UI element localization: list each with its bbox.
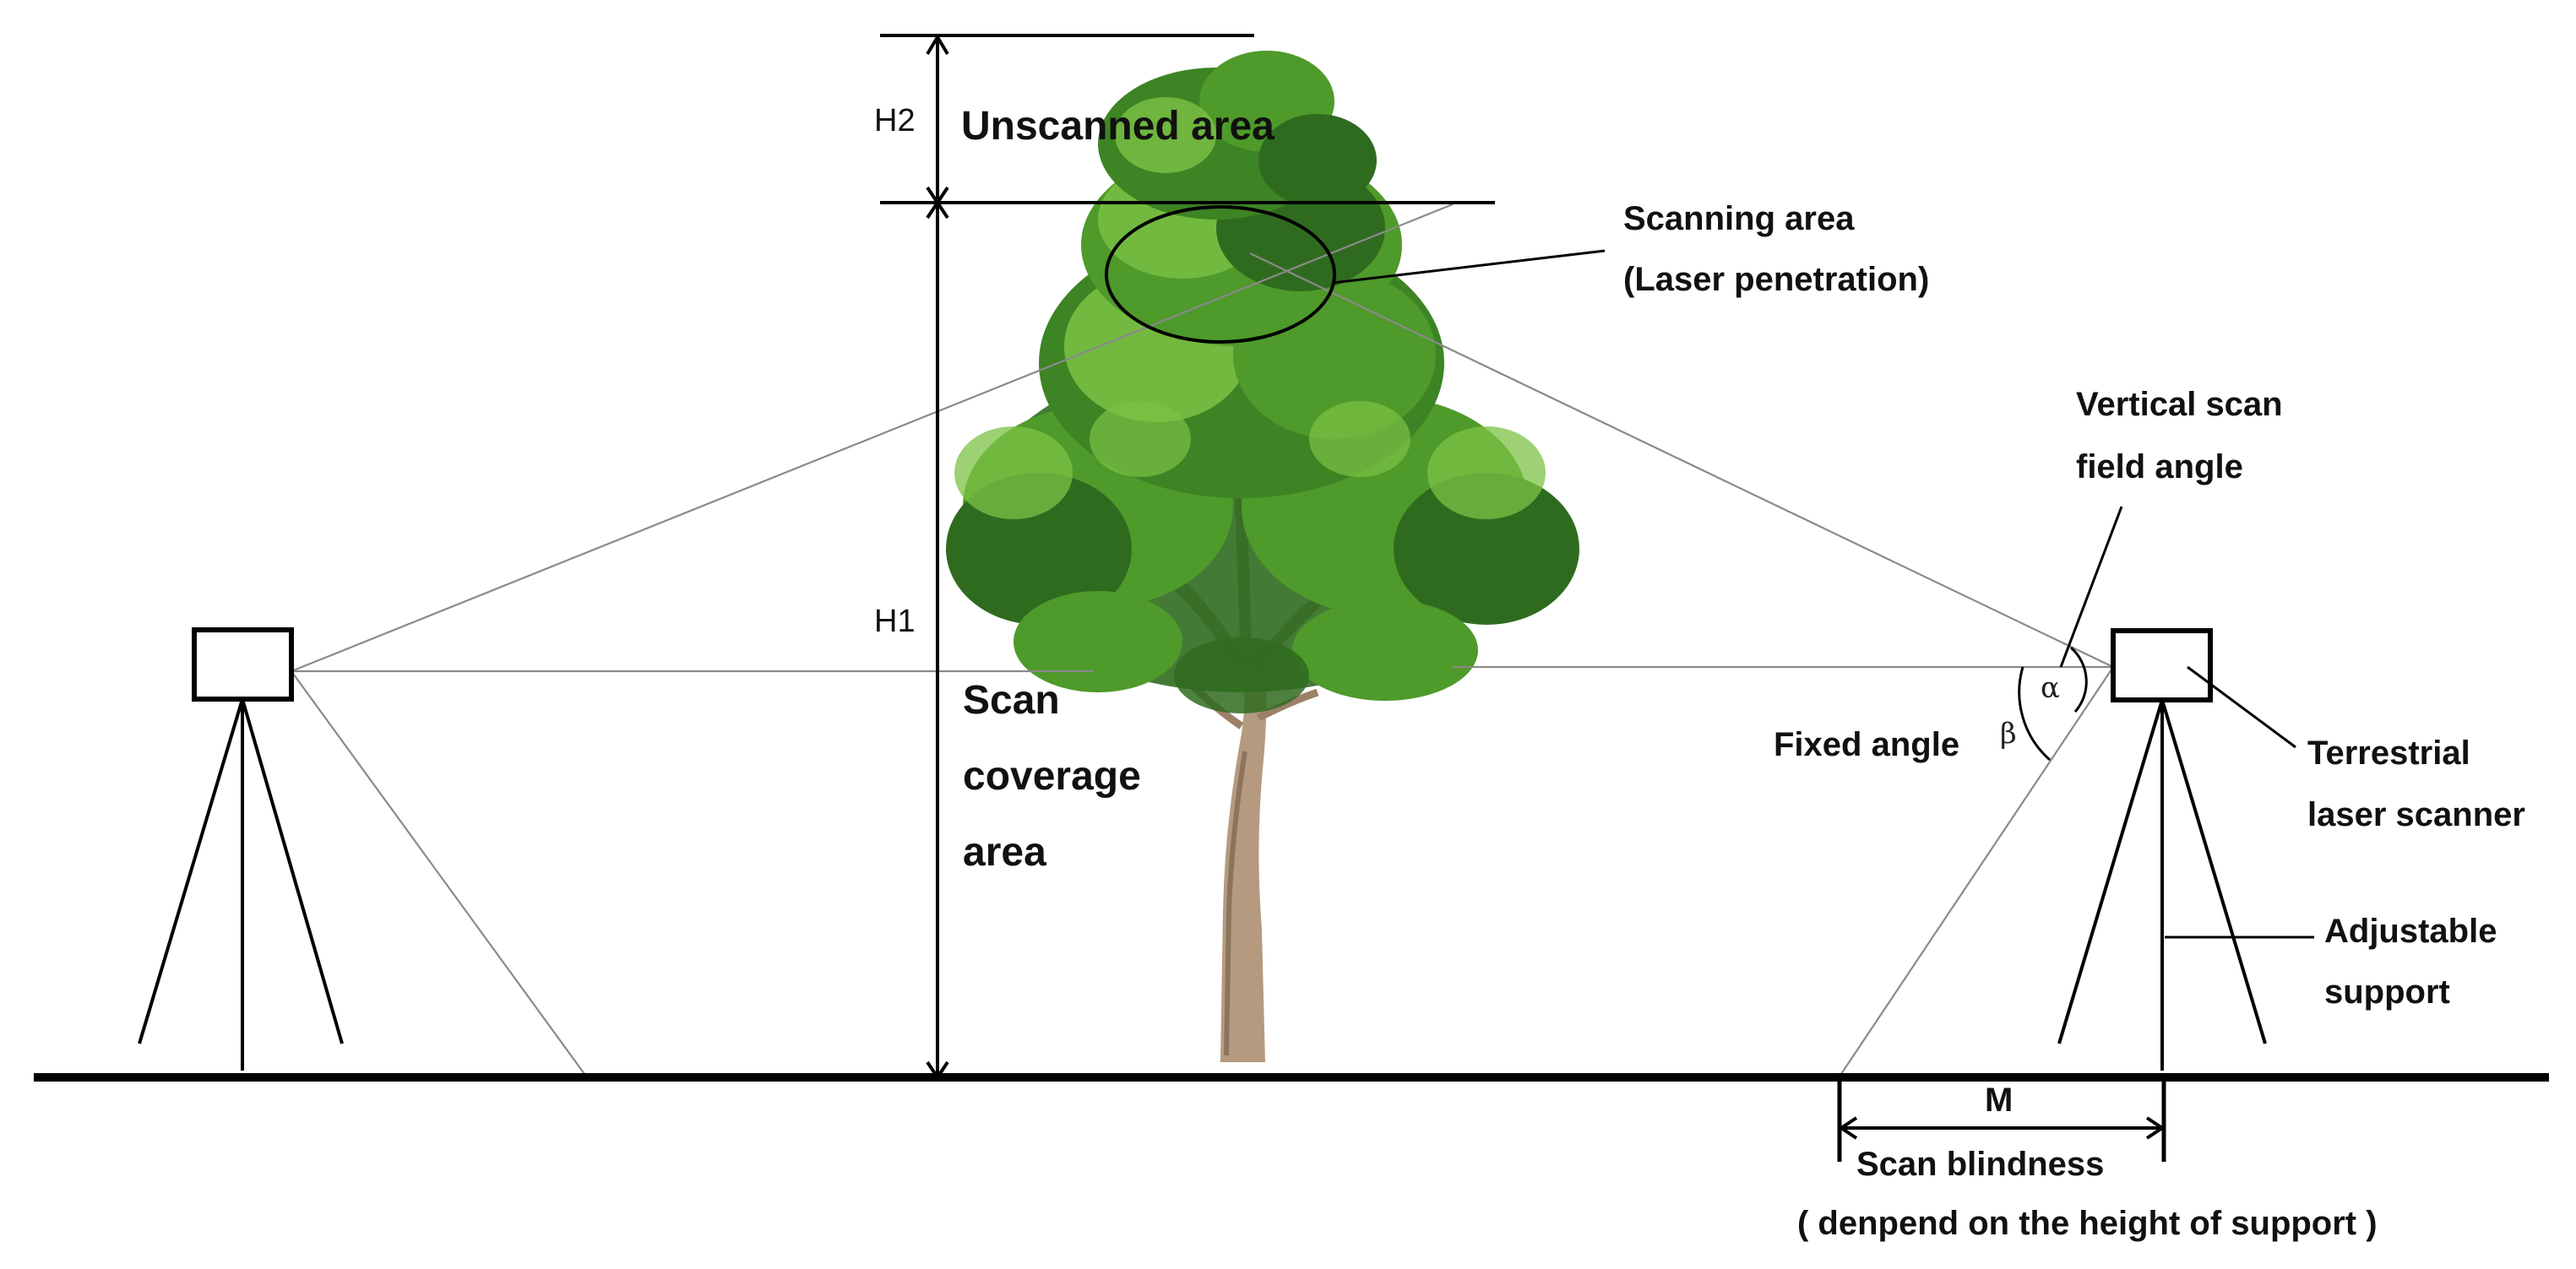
scan-blindness-dimension xyxy=(1837,1074,2166,1162)
scan-coverage-label-line2: coverage xyxy=(963,754,1141,799)
support-label-line1: Adjustable xyxy=(2324,913,2497,950)
support-dependency-note: ( denpend on the height of support ) xyxy=(1797,1205,2378,1242)
tree-foliage xyxy=(946,51,1579,713)
left-tripod-leg-left xyxy=(138,698,244,1044)
h1-arrow-top xyxy=(926,199,949,220)
unscanned-area-label: Unscanned area xyxy=(961,104,1274,149)
h1-label: H1 xyxy=(874,604,916,639)
blindness-arrow-left xyxy=(1838,1116,1858,1140)
m-label: M xyxy=(1985,1082,2013,1119)
tls-label-line1: Terrestrial xyxy=(2307,735,2470,772)
scan-beams xyxy=(291,203,2114,1075)
h2-arrow-top xyxy=(926,34,949,56)
scanning-area-ellipse xyxy=(1105,205,1336,344)
left-scanner-body xyxy=(192,627,294,702)
right-tripod-leg-right xyxy=(2160,699,2267,1044)
tree-illustration xyxy=(946,51,1579,1062)
vertical-scan-label: Vertical scan xyxy=(2076,386,2283,423)
beta-symbol: β xyxy=(2000,717,2017,751)
right-scanner-body xyxy=(2111,628,2213,702)
labels: H2 H1 Unscanned area Scanning area (Lase… xyxy=(874,103,2525,1242)
vertical-scan-leader xyxy=(2059,506,2123,668)
tls-label-line2: laser scanner xyxy=(2307,796,2525,833)
right-tripod-leg-left xyxy=(2057,699,2164,1044)
laser-penetration-label: (Laser penetration) xyxy=(1623,261,1929,298)
right-beam-upper xyxy=(1249,252,2114,668)
left-terrestrial-laser-scanner xyxy=(138,627,344,1071)
scan-coverage-label-line3: area xyxy=(963,830,1046,875)
h1-arrow-bottom xyxy=(926,1060,949,1081)
fixed-angle-label: Fixed angle xyxy=(1774,726,1959,763)
alpha-symbol: α xyxy=(2041,671,2060,705)
scan-coverage-label-line1: Scan xyxy=(963,678,1060,723)
alpha-arc xyxy=(2070,646,2088,713)
beta-arc xyxy=(2018,666,2051,762)
angle-arcs xyxy=(2018,646,2088,762)
scanning-area-leader xyxy=(1332,249,1606,285)
left-beam-lower xyxy=(291,670,585,1075)
field-angle-label: field angle xyxy=(2076,448,2243,485)
left-beam-upper xyxy=(291,203,1454,673)
h2-label: H2 xyxy=(874,103,916,138)
left-tripod-leg-right xyxy=(241,698,344,1044)
height-dimensions xyxy=(880,34,1495,1081)
right-terrestrial-laser-scanner xyxy=(2057,628,2267,1071)
scanning-area-label: Scanning area xyxy=(1623,200,1855,237)
support-label-line2: support xyxy=(2324,973,2450,1011)
scan-blindness-label: Scan blindness xyxy=(1856,1146,2104,1183)
right-beam-lower xyxy=(1840,666,2114,1075)
blindness-arrow-right xyxy=(2145,1116,2166,1140)
tls-leader xyxy=(2187,665,2296,749)
